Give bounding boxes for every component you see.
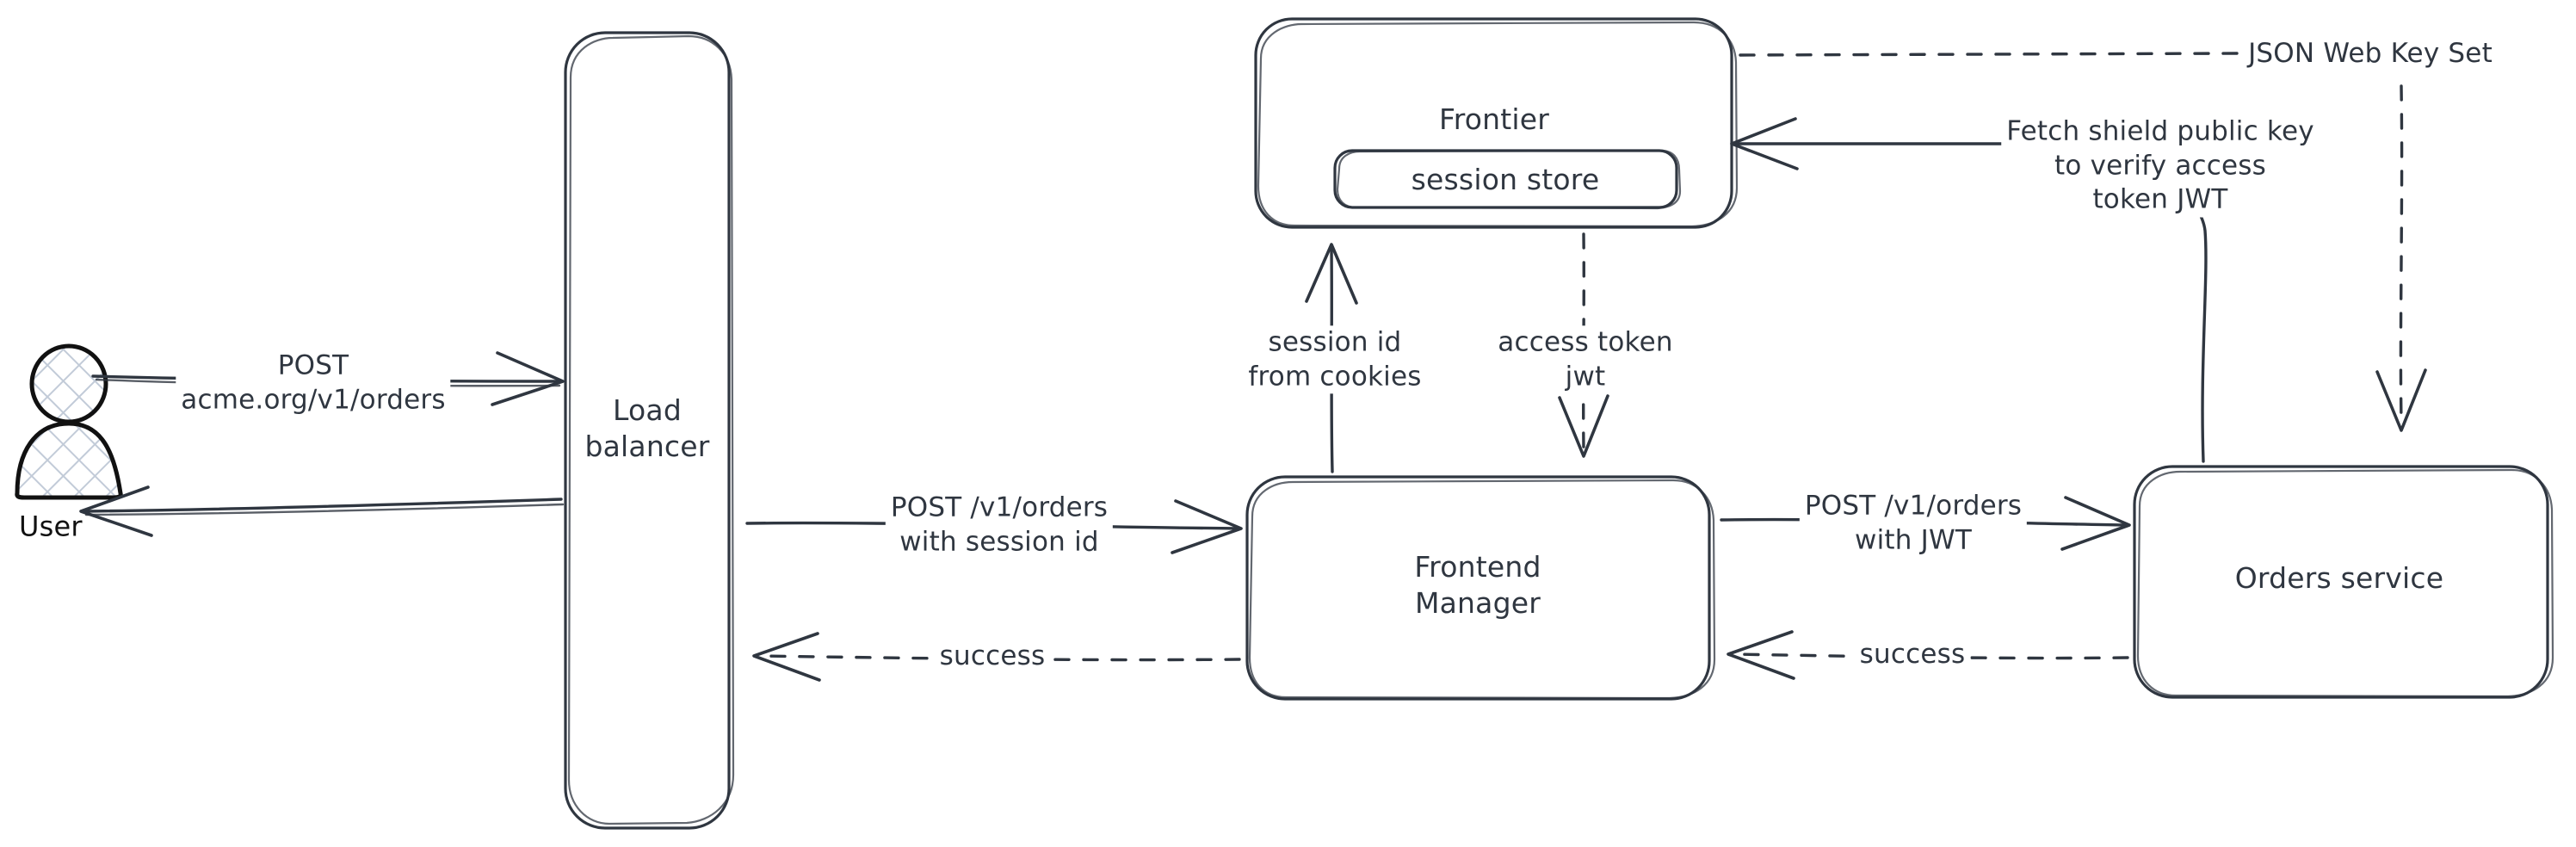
edge-frontend-manager-to-load-balancer (752, 632, 1241, 682)
edge-frontend-manager-to-orders-service (1720, 496, 2131, 551)
user-actor-icon (15, 343, 123, 500)
frontend-manager-node[interactable] (1245, 475, 1716, 701)
edge-frontend-manager-to-frontier (1305, 243, 1358, 473)
frontier-node[interactable] (1254, 17, 1739, 229)
edge-orders-service-to-frontend-manager (1727, 630, 2129, 680)
edge-load-balancer-to-user (79, 485, 565, 537)
edge-frontier-to-orders-service (1739, 52, 2427, 432)
orders-service-node[interactable] (2133, 465, 2554, 699)
edge-frontier-to-frontend-manager (1558, 232, 1609, 458)
edge-load-balancer-to-frontend-manager (745, 499, 1243, 554)
edge-user-to-load-balancer (91, 351, 565, 406)
load-balancer-node[interactable] (564, 31, 735, 830)
session-store-node[interactable] (1333, 149, 1682, 210)
edge-orders-service-to-frontier (1730, 117, 2208, 463)
